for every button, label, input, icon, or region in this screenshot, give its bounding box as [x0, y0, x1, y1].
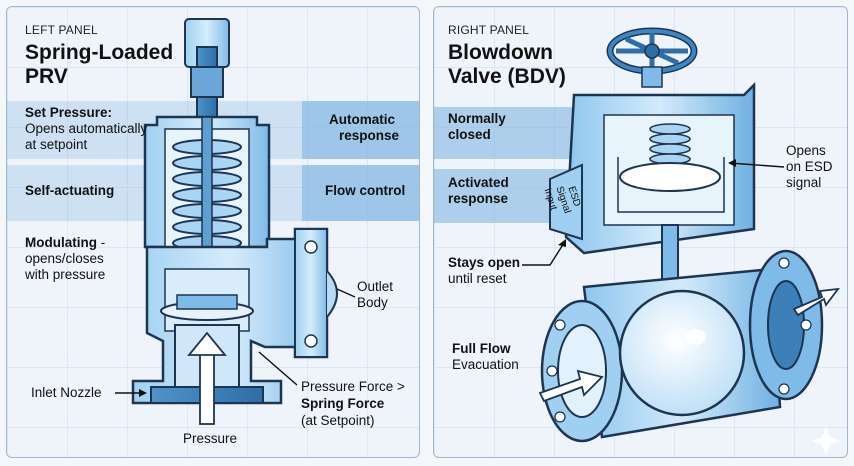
- activated-line1: Activated: [448, 175, 509, 190]
- panel-title-line2: PRV: [25, 65, 68, 88]
- normally-line2: closed: [448, 127, 491, 142]
- inlet-nozzle-label: Inlet Nozzle: [31, 385, 102, 400]
- modulating-dash: -: [96, 235, 106, 250]
- flow-arrow-icon: [538, 287, 840, 403]
- set-pressure-line1: Opens automatically: [25, 121, 148, 136]
- opens-line2: on ESD: [786, 159, 833, 174]
- panel-tag: LEFT PANEL: [25, 23, 98, 37]
- set-pressure-line2: at setpoint: [25, 137, 88, 152]
- activated-line2: response: [448, 191, 509, 206]
- pressure-force-label: Pressure Force >: [301, 379, 405, 394]
- normally-line1: Normally: [448, 111, 506, 126]
- diaphragm: [619, 162, 721, 192]
- panel-title-line2: Valve (BDV): [448, 65, 566, 88]
- band-flow-control-highlight: [302, 165, 419, 221]
- band-automatic-highlight: [302, 101, 419, 159]
- stays-open-heading: Stays open: [448, 255, 521, 270]
- full-flow-line2: Evacuation: [452, 357, 519, 372]
- pressure-label: Pressure: [183, 431, 238, 446]
- automatic-line1: Automatic: [329, 112, 396, 127]
- self-actuating-label: Self-actuating: [25, 183, 115, 198]
- modulating-line3: with pressure: [25, 267, 106, 282]
- right-panel: RIGHT PANEL Blowdown Valve (BDV) Normall…: [433, 6, 848, 458]
- modulating-heading: Modulating: [25, 235, 97, 250]
- esd-signal-input-box: [549, 163, 583, 241]
- ball: [618, 289, 746, 417]
- panel-tag: RIGHT PANEL: [448, 23, 530, 37]
- band-normally-closed: [434, 107, 584, 159]
- spring-force-label: Spring Force: [301, 396, 385, 411]
- flow-control-label: Flow control: [325, 183, 406, 198]
- opens-line3: signal: [786, 175, 822, 190]
- modulating-line2: opens/closes: [25, 251, 104, 266]
- at-setpoint-label: (at Setpoint): [301, 413, 375, 428]
- modulating-line1: Modulating -: [25, 235, 105, 251]
- full-flow-heading: Full Flow: [452, 341, 511, 356]
- stays-open-line2: until reset: [448, 271, 507, 286]
- prv-illustration: [115, 18, 356, 425]
- left-panel: LEFT PANEL Spring-Loaded PRV Set Pressur…: [6, 6, 420, 458]
- opens-line1: Opens: [786, 143, 826, 158]
- sparkle-icon: [812, 427, 840, 455]
- pressure-arrow-icon: [187, 331, 227, 425]
- bdv-illustration: [522, 27, 840, 455]
- automatic-line2: response: [339, 128, 400, 143]
- outlet-line2: Body: [357, 295, 388, 310]
- panel-title-line1: Spring-Loaded: [25, 41, 174, 64]
- outlet-line1: Outlet: [357, 279, 394, 294]
- set-pressure-heading: Set Pressure:: [25, 105, 113, 120]
- panel-title-line1: Blowdown: [448, 41, 553, 64]
- handwheel-icon: [606, 27, 698, 88]
